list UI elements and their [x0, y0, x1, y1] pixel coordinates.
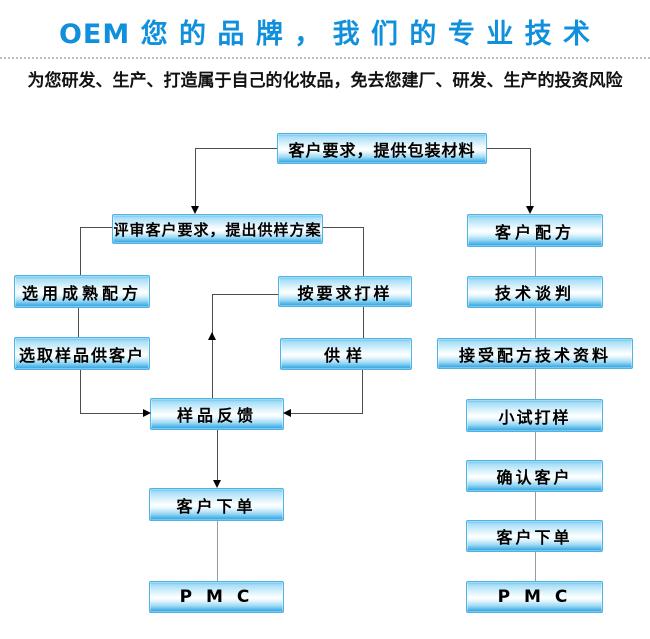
flow-node-select-mature-formula: 选用成熟配方 [14, 275, 150, 308]
flow-connector [530, 148, 531, 207]
flow-connector [80, 227, 112, 228]
flow-connector [535, 552, 536, 581]
flow-connector [80, 413, 144, 414]
flow-node-confirm-customer: 确认客户 [466, 460, 603, 492]
arrow-down-icon [213, 480, 221, 488]
flow-node-technical-negotiation: 技术谈判 [467, 276, 603, 308]
flow-node-customer-formula: 客户配方 [467, 214, 603, 247]
flow-node-review-request-sampling-plan: 评审客户要求，提出供样方案 [112, 214, 323, 244]
flow-node-customer-order-right: 客户下单 [466, 520, 603, 552]
dotted-divider [0, 57, 650, 59]
flow-node-sample-feedback: 样品反馈 [150, 398, 284, 430]
flow-connector [487, 148, 531, 149]
flow-connector [195, 148, 277, 149]
flow-connector [290, 413, 362, 414]
flow-node-select-sample-for-customer: 选取样品供客户 [14, 337, 150, 370]
flow-connector [78, 308, 79, 337]
flow-node-customer-request-packaging: 客户要求，提供包装材料 [277, 133, 487, 164]
flow-connector [535, 247, 536, 276]
flow-connector [80, 370, 81, 414]
flow-connector [80, 227, 81, 275]
flow-connector [217, 521, 218, 581]
flow-connector [535, 308, 536, 338]
arrow-down-icon [191, 206, 199, 214]
arrow-left-icon [283, 409, 291, 417]
flow-node-pmc-right: P M C [466, 581, 603, 613]
arrow-up-icon [208, 332, 216, 340]
flow-connector [535, 492, 536, 520]
flow-connector [195, 148, 196, 208]
flow-connector [363, 227, 364, 276]
flow-node-sample-per-request: 按要求打样 [278, 276, 412, 307]
flow-connector [212, 294, 213, 398]
flow-connector [323, 227, 364, 228]
arrow-right-icon [143, 409, 151, 417]
flow-node-provide-sample: 供样 [280, 338, 412, 370]
flow-connector [217, 430, 218, 483]
page-title: OEM 您 的 品 牌 ， 我 们 的 专 业 技 术 [58, 19, 592, 50]
arrow-down-icon [526, 206, 534, 214]
flow-node-receive-formula-technical-docs: 接受配方技术资料 [437, 338, 633, 369]
flow-connector [362, 370, 363, 414]
flow-connector [212, 294, 278, 295]
page-subtitle: 为您研发、生产、打造属于自己的化妆品，免去您建厂、研发、生产的投资风险 [27, 71, 623, 91]
flow-connector [535, 432, 536, 460]
flow-connector [363, 307, 364, 338]
flow-node-pmc-left: P M C [149, 581, 284, 613]
flow-connector [535, 369, 536, 399]
flow-node-trial-sampling: 小试打样 [466, 399, 603, 432]
flow-node-customer-order-left: 客户下单 [149, 488, 284, 521]
